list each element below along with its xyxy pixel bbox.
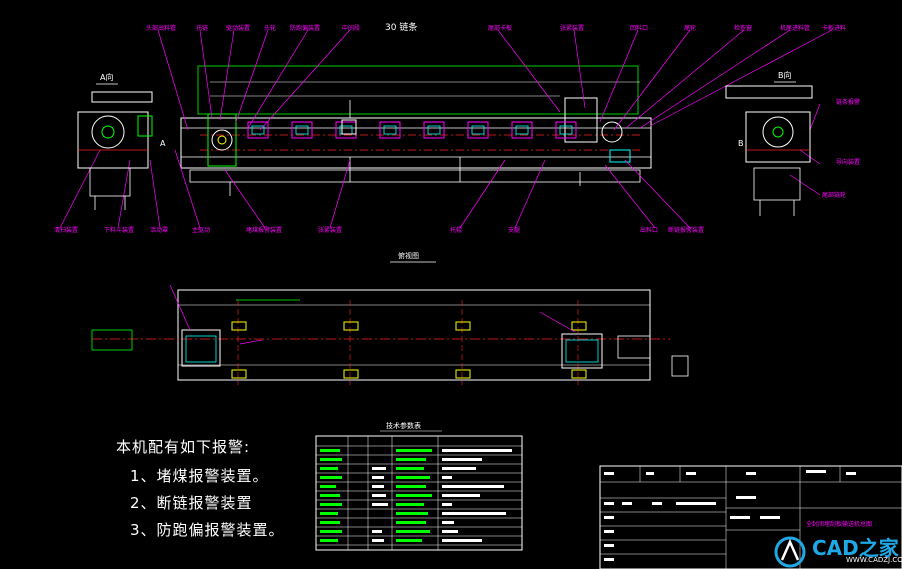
marker-b: B — [738, 139, 744, 148]
svg-text:主驱动: 主驱动 — [192, 226, 210, 234]
svg-text:中间段: 中间段 — [342, 24, 360, 32]
svg-text:防跑偏装置: 防跑偏装置 — [290, 24, 320, 32]
plan-view: 俯视图 — [91, 251, 689, 385]
elevation-view: 头部出料管 托链 驱动装置 头轮 防跑偏装置 中间段 尾部卡板 张紧装置 回料口… — [54, 21, 860, 234]
tech-param-table: 技术参数表 — [315, 421, 523, 551]
watermark-text: CAD之家 — [812, 536, 899, 560]
svg-text:张紧装置: 张紧装置 — [560, 24, 584, 32]
marker-a: A — [160, 139, 166, 148]
inspection-windows — [247, 121, 577, 139]
cad-logo-icon — [774, 536, 806, 568]
view-label-a: A向 — [100, 72, 113, 82]
notes-item: 2、断链报警装置 — [130, 494, 253, 512]
svg-text:机尾进料管: 机尾进料管 — [780, 24, 810, 32]
alarm-notes: 本机配有如下报警: 1、堵煤报警装置。 2、断链报警装置 3、防跑偏报警装置。 — [116, 436, 285, 546]
svg-text:尾部卡板: 尾部卡板 — [488, 24, 512, 32]
svg-text:活动罩: 活动罩 — [150, 226, 168, 234]
watermark-url: WWW.CADZJ.COM — [846, 556, 902, 564]
svg-text:头部出料管: 头部出料管 — [146, 24, 176, 32]
view-label-b: B向 — [778, 70, 792, 80]
plan-label: 俯视图 — [398, 251, 419, 260]
svg-text:检查窗: 检查窗 — [734, 24, 752, 32]
svg-text:托辊: 托辊 — [450, 226, 462, 234]
svg-text:堵煤报警装置: 堵煤报警装置 — [246, 226, 282, 234]
svg-text:下料斗装置: 下料斗装置 — [104, 226, 134, 234]
svg-text:链条报警: 链条报警 — [836, 98, 860, 106]
svg-text:卡板进料: 卡板进料 — [822, 24, 846, 32]
notes-item: 1、堵煤报警装置。 — [130, 467, 269, 485]
svg-text:出料口: 出料口 — [640, 226, 658, 234]
svg-text:尾部链轮: 尾部链轮 — [822, 191, 846, 199]
svg-text:头轮: 头轮 — [264, 24, 276, 32]
svg-text:导向装置: 导向装置 — [836, 158, 860, 166]
svg-text:托链: 托链 — [196, 24, 208, 32]
title-block: 全封闭埋刮板输送机总图 — [599, 465, 902, 569]
svg-text:张紧装置: 张紧装置 — [318, 226, 342, 234]
svg-text:驱动装置: 驱动装置 — [226, 24, 250, 32]
svg-text:尾轮: 尾轮 — [684, 24, 696, 32]
svg-text:支腿: 支腿 — [508, 226, 520, 234]
notes-item: 3、防跑偏报警装置。 — [130, 521, 285, 539]
tech-table-title: 技术参数表 — [386, 421, 421, 430]
end-view-b: B向 — [725, 70, 813, 216]
section-label-top: 30 链条 — [385, 21, 417, 33]
svg-text:断链报警装置: 断链报警装置 — [668, 226, 704, 234]
drawing-name: 全封闭埋刮板输送机总图 — [806, 520, 872, 528]
notes-heading: 本机配有如下报警: — [116, 438, 251, 456]
svg-text:回料口: 回料口 — [630, 24, 648, 32]
end-view-a: A向 — [77, 72, 153, 210]
svg-text:清扫装置: 清扫装置 — [54, 226, 78, 234]
